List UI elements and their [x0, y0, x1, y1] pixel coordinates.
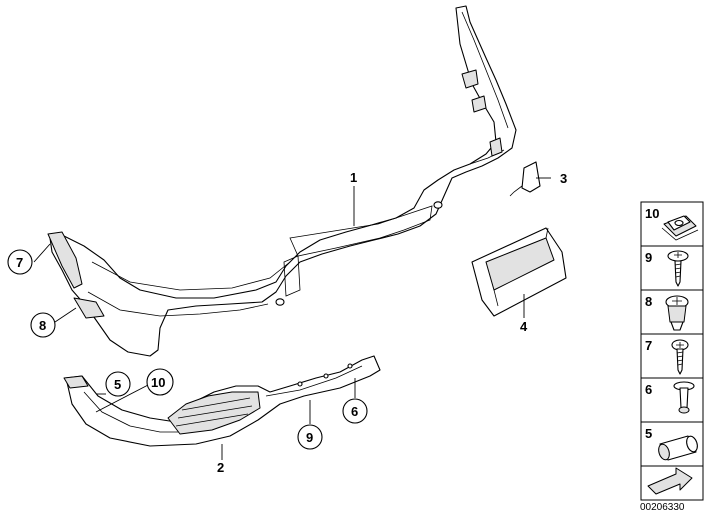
callout-3: 3 — [560, 171, 567, 186]
callout-8: 8 — [39, 318, 46, 333]
lower-diffuser-part-2 — [63, 355, 381, 447]
callout-7: 7 — [16, 255, 23, 270]
legend-label-6: 6 — [645, 382, 652, 397]
screw-icon-9 — [667, 250, 689, 287]
legend-label-7: 7 — [645, 338, 652, 353]
callout-10-badge: 10 — [146, 368, 174, 396]
spring-nut-icon — [661, 215, 699, 241]
callout-5: 5 — [114, 377, 121, 392]
callout-1: 1 — [350, 170, 357, 185]
callout-5-badge: 5 — [105, 371, 131, 397]
leader-lines — [33, 177, 551, 460]
phillips-screw-icon — [671, 339, 689, 375]
callout-9-badge: 9 — [297, 424, 323, 450]
direction-arrow-icon — [647, 467, 693, 495]
legend-label-8: 8 — [645, 294, 652, 309]
sleeve-nut-icon — [658, 435, 698, 461]
callout-8-badge: 8 — [30, 312, 56, 338]
diagram-id: 00206330 — [640, 502, 685, 512]
callout-6-badge: 6 — [342, 398, 368, 424]
callout-7-badge: 7 — [7, 249, 33, 275]
pin-clip-icon — [673, 381, 695, 414]
callout-2: 2 — [217, 460, 224, 475]
callout-9: 9 — [306, 430, 313, 445]
expanding-rivet-icon — [665, 295, 689, 331]
bumper-panel-part-1 — [47, 5, 517, 357]
callout-10: 10 — [151, 375, 165, 390]
fastener-legend: 10 9 8 7 6 5 — [640, 201, 704, 501]
plate-bracket-part-4 — [471, 227, 567, 317]
callout-6: 6 — [351, 404, 358, 419]
legend-label-5: 5 — [645, 426, 652, 441]
cover-cap-part-3 — [509, 161, 541, 197]
callout-4: 4 — [520, 319, 528, 334]
legend-label-9: 9 — [645, 250, 652, 265]
legend-label-10: 10 — [645, 206, 659, 221]
